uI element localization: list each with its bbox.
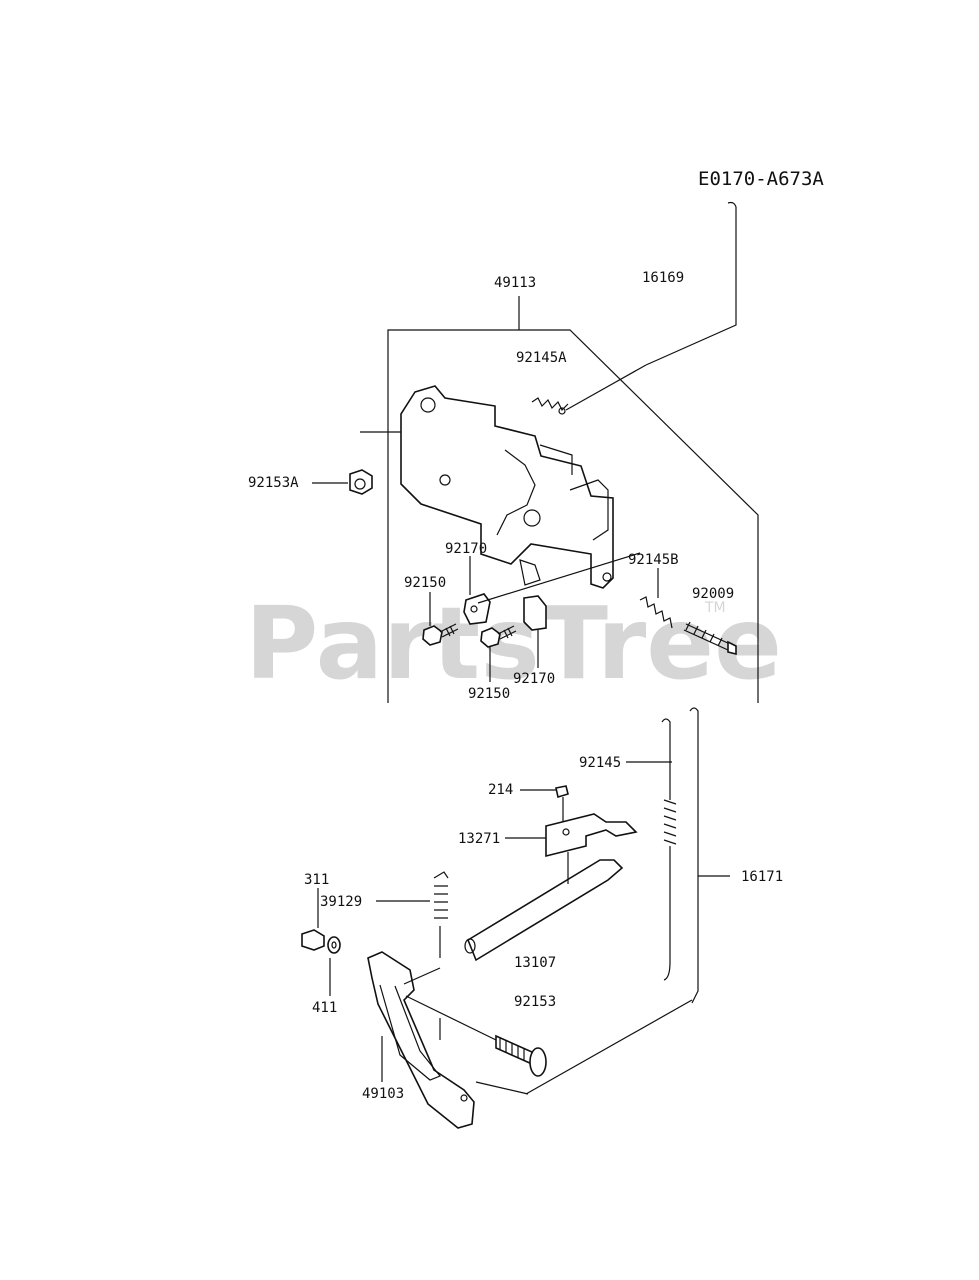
rod-16171[interactable] (525, 707, 730, 1095)
plate-13271[interactable] (505, 813, 638, 858)
label-16171[interactable]: 16171 (741, 869, 783, 885)
leader-line (477, 552, 641, 604)
nut-311[interactable] (301, 888, 325, 951)
watermark-text: PartsTree (245, 585, 782, 702)
label-92170-top[interactable]: 92170 (445, 541, 487, 557)
label-39129[interactable]: 39129 (320, 894, 362, 910)
label-92170-bottom[interactable]: 92170 (513, 671, 555, 687)
watermark-trademark: TM (704, 600, 726, 616)
label-92145A[interactable]: 92145A (516, 350, 567, 366)
label-311[interactable]: 311 (304, 872, 329, 888)
label-49103[interactable]: 49103 (362, 1086, 404, 1102)
label-13107[interactable]: 13107 (514, 955, 556, 971)
bolt-92150-right[interactable] (480, 625, 517, 682)
nut-92153A[interactable] (312, 469, 373, 495)
part-labels: 16169 49113 92145A 92153A 92170 92145B 9… (248, 270, 783, 1102)
screw-214[interactable] (520, 785, 569, 826)
bracket-92170-bottom[interactable] (523, 595, 547, 668)
spring-92145B[interactable] (639, 568, 673, 629)
label-92150-left[interactable]: 92150 (404, 575, 446, 591)
bolt-92150-left[interactable] (422, 592, 459, 646)
shaft-13107[interactable] (464, 852, 624, 962)
label-411[interactable]: 411 (312, 1000, 337, 1016)
spring-92145[interactable] (626, 718, 677, 981)
rod-16169[interactable] (565, 201, 737, 411)
label-92009[interactable]: 92009 (692, 586, 734, 602)
bolt-92153[interactable] (405, 995, 547, 1077)
label-92145B[interactable]: 92145B (628, 552, 679, 568)
label-214[interactable]: 214 (488, 782, 513, 798)
label-92145[interactable]: 92145 (579, 755, 621, 771)
spring-92145A[interactable] (531, 397, 569, 415)
screw-92009[interactable] (683, 621, 737, 656)
diagram-code: E0170-A673A (698, 168, 824, 190)
label-92153[interactable]: 92153 (514, 994, 556, 1010)
label-49113[interactable]: 49113 (494, 275, 536, 291)
label-92150-right[interactable]: 92150 (468, 686, 510, 702)
label-13271[interactable]: 13271 (458, 831, 500, 847)
spring-39129[interactable] (376, 871, 449, 958)
label-16169[interactable]: 16169 (642, 270, 684, 286)
lever-49103[interactable] (367, 951, 529, 1129)
control-plate-49113[interactable] (400, 385, 614, 589)
label-92153A[interactable]: 92153A (248, 475, 299, 491)
washer-411[interactable] (327, 936, 341, 996)
